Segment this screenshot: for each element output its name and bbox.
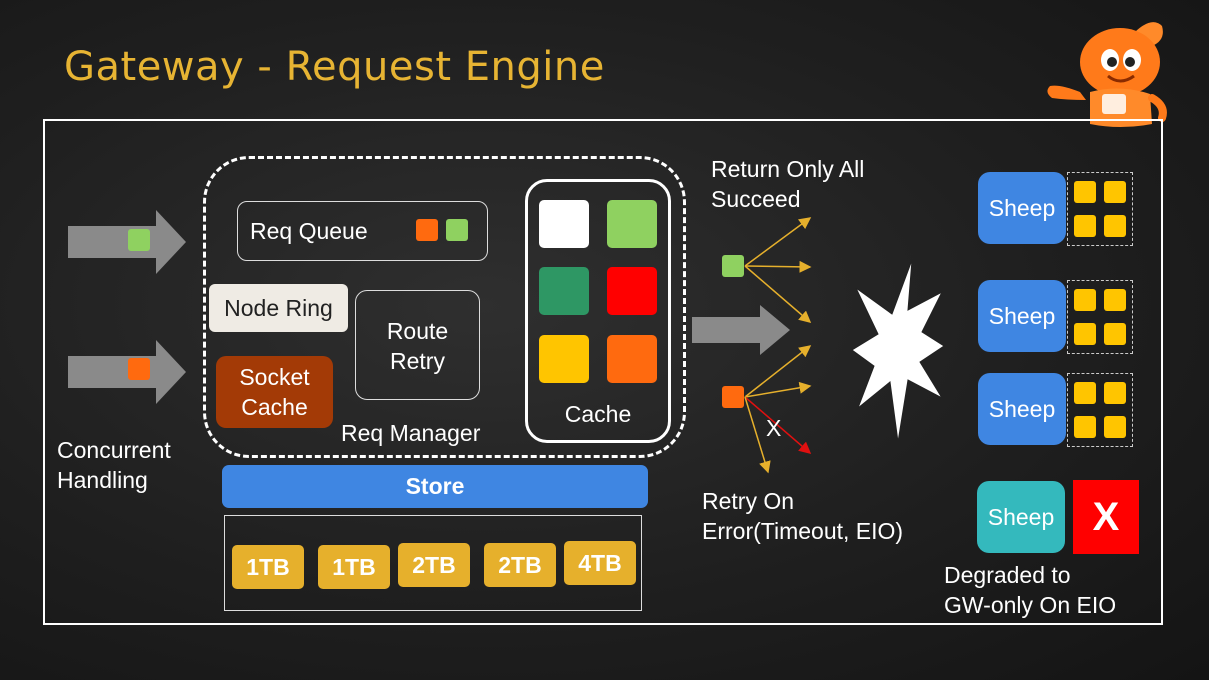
cache-slot bbox=[539, 267, 589, 315]
disk-group: 1TB 1TB 2TB 2TB 4TB bbox=[224, 515, 642, 611]
disk: 2TB bbox=[484, 543, 556, 587]
incoming-arrow-2 bbox=[68, 340, 186, 404]
route-retry-box: Route Retry bbox=[355, 290, 480, 400]
cache-slot bbox=[607, 335, 657, 383]
cache-label: Cache bbox=[564, 401, 632, 427]
req-queue-box: Req Queue bbox=[237, 201, 488, 261]
sheep-disk bbox=[1074, 323, 1096, 345]
sheep-disk-group bbox=[1067, 280, 1133, 354]
mascot-icon bbox=[1047, 22, 1167, 127]
degraded-label: Degraded to GW-only On EIO bbox=[944, 562, 1117, 618]
retry-on-error-label: Retry On Error(Timeout, EIO) bbox=[702, 488, 904, 544]
disk: 2TB bbox=[398, 543, 470, 587]
cache-slot bbox=[607, 200, 657, 248]
cache-slot bbox=[539, 335, 589, 383]
cache-box: Cache bbox=[525, 179, 671, 443]
req-queue-label: Req Queue bbox=[250, 218, 368, 244]
return-only-label: Return Only All Succeed bbox=[711, 156, 865, 212]
sheep-disk bbox=[1104, 382, 1126, 404]
sheep-disk bbox=[1104, 416, 1126, 438]
request-green-square bbox=[128, 229, 150, 251]
page-title: Gateway - Request Engine bbox=[64, 44, 605, 90]
failed-disk-x: X bbox=[1073, 480, 1139, 554]
sheep-disk bbox=[1074, 215, 1096, 237]
failed-branch-x: X bbox=[766, 415, 782, 441]
queue-orange-square bbox=[416, 219, 438, 241]
sheep-disk bbox=[1104, 181, 1126, 203]
diagram-frame bbox=[43, 119, 1163, 625]
disk: 1TB bbox=[318, 545, 390, 589]
fanout-orange-square bbox=[722, 386, 744, 408]
cache-slot bbox=[607, 267, 657, 315]
sheep-disk bbox=[1104, 323, 1126, 345]
sheep-disk bbox=[1074, 181, 1096, 203]
outgoing-arrow bbox=[692, 305, 790, 355]
req-manager-label: Req Manager bbox=[341, 420, 481, 446]
socket-cache-box: Socket Cache bbox=[216, 356, 333, 428]
req-manager-boundary bbox=[203, 156, 686, 458]
net-label: Net bbox=[877, 334, 913, 360]
burst-icon bbox=[851, 259, 945, 443]
fanout-green-square bbox=[722, 255, 744, 277]
sheep-node: Sheep bbox=[978, 373, 1066, 445]
disk: 1TB bbox=[232, 545, 304, 589]
disk: 4TB bbox=[564, 541, 636, 585]
sheep-disk bbox=[1104, 289, 1126, 311]
sheep-disk bbox=[1074, 289, 1096, 311]
sheep-node: Sheep bbox=[978, 172, 1066, 244]
sheep-disk-group bbox=[1067, 373, 1133, 447]
sheep-disk bbox=[1104, 215, 1126, 237]
store-bar: Store bbox=[222, 465, 648, 508]
sheep-disk bbox=[1074, 416, 1096, 438]
cache-slot bbox=[539, 200, 589, 248]
node-ring-box: Node Ring bbox=[209, 284, 348, 332]
sheep-node: Sheep bbox=[978, 280, 1066, 352]
queue-green-square bbox=[446, 219, 468, 241]
incoming-arrow-1 bbox=[68, 210, 186, 274]
concurrent-handling-label: Concurrent Handling bbox=[57, 437, 171, 493]
request-orange-square bbox=[128, 358, 150, 380]
sheep-node-degraded: Sheep bbox=[977, 481, 1065, 553]
fan-out-lines bbox=[744, 217, 812, 474]
sheep-disk-group bbox=[1067, 172, 1133, 246]
sheep-disk bbox=[1074, 382, 1096, 404]
